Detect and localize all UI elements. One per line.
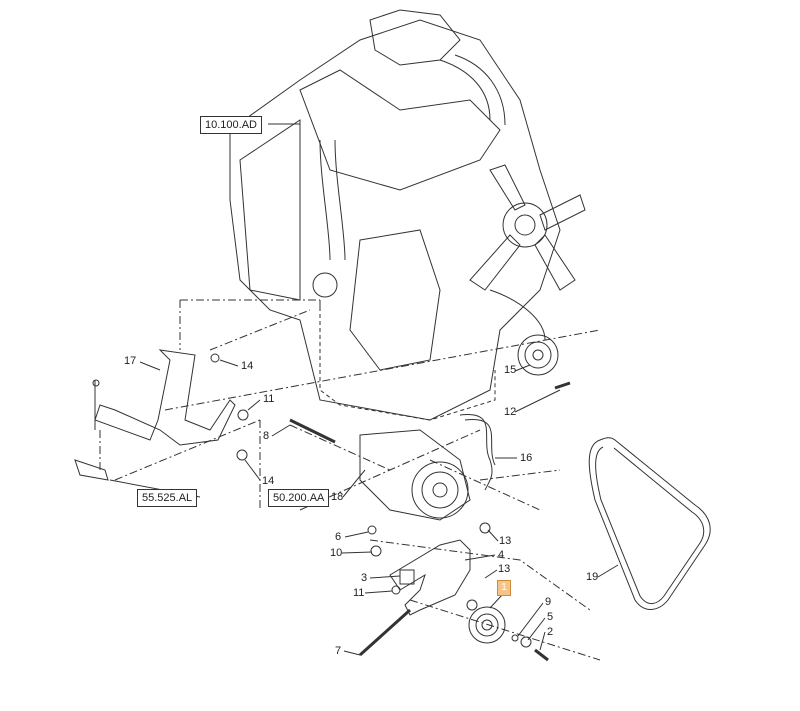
callout-5: 5 (547, 611, 554, 623)
callout-11: 11 (353, 587, 365, 599)
harness-reference-box[interactable]: 55.525.AL (137, 489, 198, 507)
callout-14: 14 (262, 475, 275, 487)
callout-3: 3 (361, 572, 368, 584)
callout-19: 19 (586, 571, 599, 583)
callout-17: 17 (124, 355, 137, 367)
sensor (74, 459, 109, 481)
callout-2: 2 (547, 626, 554, 638)
callout-8: 8 (263, 430, 270, 442)
assembly-lines (99, 299, 601, 661)
engine-reference-box[interactable]: 10.100.AD (200, 116, 262, 134)
idler-pulley (468, 606, 506, 644)
callout-18: 18 (331, 491, 344, 503)
callout-13: 13 (498, 563, 511, 575)
callout-13: 13 (499, 535, 512, 547)
compressor-reference-box[interactable]: 50.200.AA (268, 489, 330, 507)
callout-9: 9 (545, 596, 552, 608)
callout-1-highlighted[interactable]: 1 (497, 580, 511, 596)
ac-compressor (359, 414, 496, 521)
callout-6: 6 (335, 531, 342, 543)
engine-illustration (229, 9, 586, 421)
callout-11: 11 (263, 393, 275, 405)
bracket-17 (94, 349, 236, 446)
callout-7: 7 (335, 645, 342, 657)
callout-16: 16 (520, 452, 533, 464)
callout-10: 10 (330, 547, 343, 559)
idler-bracket (389, 539, 471, 616)
callout-4: 4 (498, 549, 505, 561)
callout-14: 14 (241, 360, 254, 372)
callout-15: 15 (504, 364, 517, 376)
callout-12: 12 (504, 406, 517, 418)
drive-belt (588, 437, 711, 610)
